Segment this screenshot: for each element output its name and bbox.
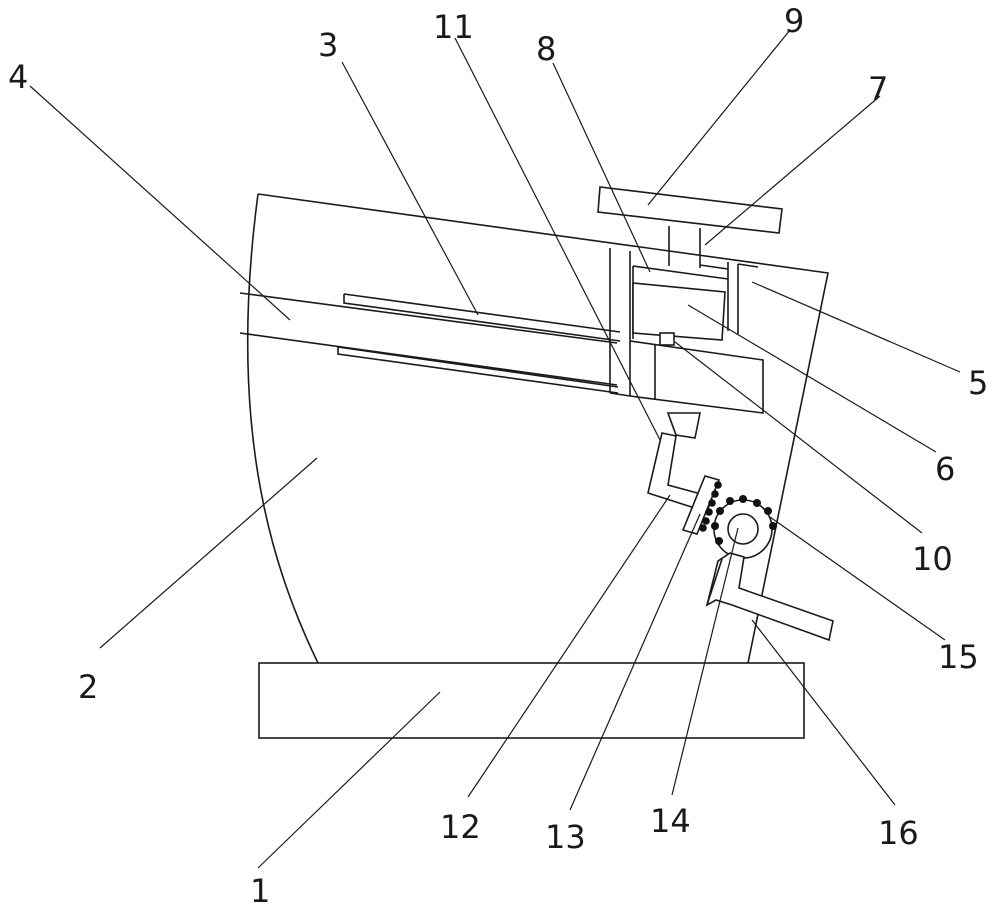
label-9: 9: [784, 2, 804, 40]
plate-teeth: [699, 481, 722, 532]
label-5: 5: [968, 364, 988, 402]
vertical-housing: [609, 248, 631, 397]
label-10: 10: [912, 540, 953, 578]
side-bracket: [727, 262, 759, 334]
label-12: 12: [440, 808, 481, 846]
main-body: [246, 193, 829, 664]
label-16: 16: [878, 814, 919, 852]
guide-rail-upper: [343, 293, 621, 342]
label-6: 6: [935, 450, 955, 488]
stem: [668, 226, 701, 268]
label-2: 2: [78, 668, 98, 706]
lower-block: [629, 340, 764, 414]
label-4: 4: [8, 58, 28, 96]
bottom-stud: [659, 332, 675, 346]
leader-lines: [29, 29, 961, 869]
label-1: 1: [250, 872, 270, 909]
guide-rail-lower: [337, 346, 619, 394]
label-11: 11: [433, 8, 474, 46]
crank-shaft: [706, 558, 723, 606]
tilted-arm: [239, 292, 618, 386]
label-8: 8: [536, 30, 556, 68]
filter-block: [632, 282, 726, 341]
toothed-plate: [681, 475, 721, 535]
label-13: 13: [545, 818, 586, 856]
base-plate: [258, 662, 805, 739]
crank-handle: [705, 552, 834, 642]
label-3: 3: [318, 26, 338, 64]
gear: [711, 495, 777, 559]
label-7: 7: [868, 70, 888, 108]
label-15: 15: [938, 638, 979, 676]
bent-connector: [666, 412, 701, 439]
top-handle: [597, 186, 783, 234]
label-14: 14: [650, 802, 691, 840]
